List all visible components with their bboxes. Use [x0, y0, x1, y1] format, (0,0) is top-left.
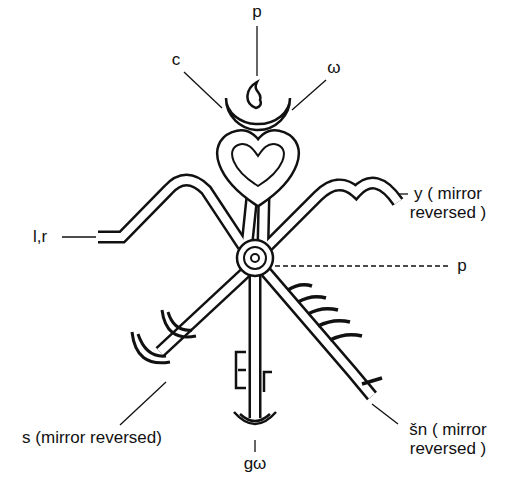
part-label: c: [161, 50, 191, 69]
part-label: p: [242, 2, 272, 21]
part-label: p: [450, 256, 474, 275]
part-label: l,r: [20, 227, 60, 246]
leader-lines: [62, 26, 448, 452]
part-label: s (mirror reversed): [17, 428, 167, 447]
center-circle: [237, 240, 273, 276]
part-label: y ( mirror reversed ): [409, 184, 487, 222]
s-crescents: [132, 310, 196, 363]
band-outline: [98, 180, 398, 418]
sn-teeth: [288, 285, 382, 384]
part-label: gω: [230, 454, 280, 473]
flame: [247, 82, 260, 108]
heart: [222, 136, 293, 200]
part-label: ω: [319, 58, 349, 77]
part-label: šn ( mirror reversed ): [409, 420, 487, 458]
gw-marks: [234, 352, 276, 424]
band-inner: [98, 180, 398, 418]
